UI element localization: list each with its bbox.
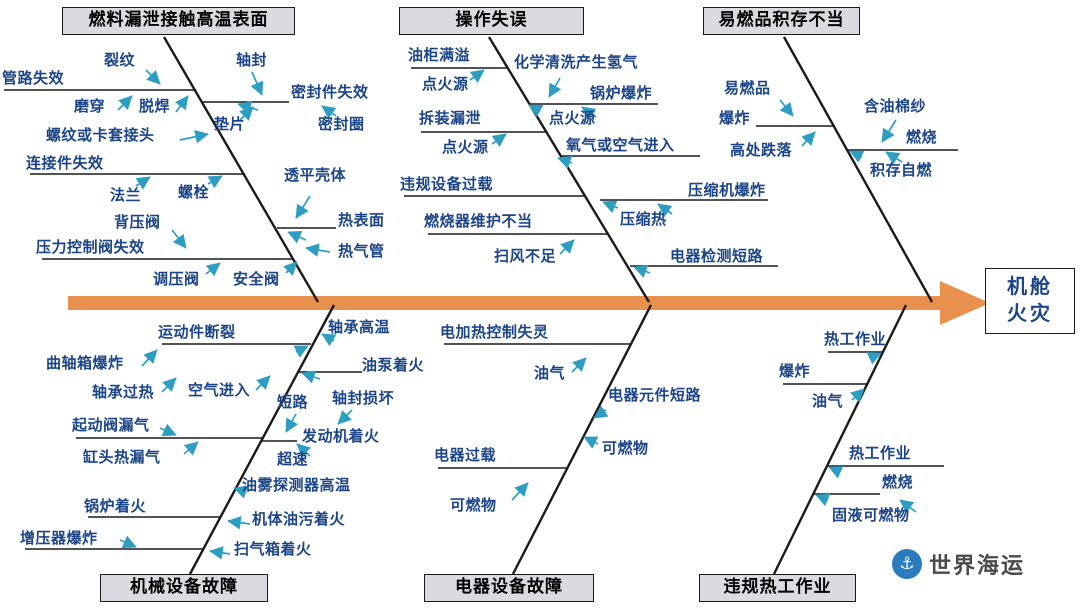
cause-label: 点火源 <box>549 111 596 127</box>
effect-box: 机舱 火灾 <box>985 268 1075 334</box>
cause-label: 压缩热 <box>620 212 667 228</box>
cause-label: 轴承过热 <box>92 385 155 401</box>
cause-label: 扫风不足 <box>494 249 557 265</box>
category-box-flammable: 易燃品积存不当 <box>703 7 860 35</box>
cause-label: 密封件失效 <box>291 85 369 101</box>
cause-label: 可燃物 <box>602 441 649 457</box>
cause-label: 固液可燃物 <box>832 508 910 524</box>
cause-label: 点火源 <box>422 77 469 93</box>
cause-label: 热工作业 <box>824 332 887 348</box>
cause-label: 点火源 <box>442 140 489 156</box>
cause-label: 锅炉爆炸 <box>590 86 653 102</box>
cause-label: 轴封损坏 <box>332 391 395 407</box>
cause-label: 压力控制阀失效 <box>36 240 145 256</box>
cause-label: 热工作业 <box>849 446 912 462</box>
cause-label: 化学清洗产生氢气 <box>514 55 639 71</box>
cause-label: 超速 <box>277 452 309 468</box>
cause-label: 增压器爆炸 <box>20 531 98 547</box>
cause-label: 爆炸 <box>779 364 811 380</box>
cause-label: 可燃物 <box>450 498 497 514</box>
cause-label: 曲轴箱爆炸 <box>46 356 124 372</box>
cause-label: 起动阀漏气 <box>72 418 150 434</box>
cause-label: 含油棉纱 <box>864 99 927 115</box>
cause-label: 背压阀 <box>114 215 161 231</box>
cause-label: 法兰 <box>110 188 142 204</box>
cause-label: 氧气或空气进入 <box>566 138 675 154</box>
cause-label: 违规设备过载 <box>400 177 494 193</box>
cause-label: 爆炸 <box>719 111 751 127</box>
category-box-hotwork: 违规热工作业 <box>699 574 856 602</box>
cause-label: 安全阀 <box>233 272 280 288</box>
cause-label: 油雾探测器高温 <box>242 478 351 494</box>
cause-label: 密封圈 <box>318 117 365 133</box>
anchor-icon: ⚓ <box>892 549 922 579</box>
cause-label: 电器过载 <box>434 448 497 464</box>
cause-label: 空气进入 <box>188 383 251 399</box>
cause-label: 短路 <box>277 395 309 411</box>
cause-label: 燃烧 <box>882 475 914 491</box>
cause-label: 运动件断裂 <box>158 325 236 341</box>
effect-line2: 火灾 <box>1007 303 1053 325</box>
category-box-electrical: 电器设备故障 <box>424 574 594 602</box>
cause-label: 连接件失效 <box>26 156 104 172</box>
cause-arrows <box>117 69 917 560</box>
category-box-operation: 操作失误 <box>399 7 584 35</box>
cause-label: 电器检测短路 <box>670 249 764 265</box>
category-box-mechanical: 机械设备故障 <box>100 574 268 602</box>
cause-label: 高处跌落 <box>730 143 793 159</box>
watermark-text: 世界海运 <box>929 553 1026 578</box>
cause-label: 轴承高温 <box>328 320 391 336</box>
cause-label: 锅炉着火 <box>84 499 147 515</box>
cause-label: 拆装漏泄 <box>419 111 482 127</box>
cause-label: 调压阀 <box>153 272 200 288</box>
cause-label: 扫气箱着火 <box>234 542 312 558</box>
cause-label: 压缩机爆炸 <box>688 183 766 199</box>
cause-label: 热表面 <box>338 213 385 229</box>
cause-label: 易燃品 <box>724 81 771 97</box>
effect-line1: 机舱 <box>1007 276 1053 298</box>
cause-label: 油气 <box>534 366 566 382</box>
cause-label: 燃烧 <box>906 130 938 146</box>
cause-label: 热气管 <box>338 244 385 260</box>
watermark: ⚓ 世界海运 <box>892 548 1025 580</box>
cause-label: 缸头热漏气 <box>83 450 161 466</box>
cause-label: 油柜满溢 <box>408 48 471 64</box>
cause-label: 电加热控制失灵 <box>440 325 549 341</box>
cause-label: 螺纹或卡套接头 <box>46 128 155 144</box>
cause-label: 裂纹 <box>104 53 136 69</box>
cause-label: 油泵着火 <box>362 358 425 374</box>
category-box-fuel-leak: 燃料漏泄接触高温表面 <box>62 7 295 35</box>
cause-label: 积存自燃 <box>870 163 933 179</box>
cause-label: 电器元件短路 <box>608 388 702 404</box>
cause-label: 管路失效 <box>2 71 65 87</box>
cause-label: 发动机着火 <box>302 429 380 445</box>
cause-label: 磨穿 <box>74 99 106 115</box>
cause-label: 燃烧器维护不当 <box>424 214 533 230</box>
cause-label: 机体油污着火 <box>252 512 346 528</box>
cause-label: 脱焊 <box>139 99 171 115</box>
cause-label: 螺栓 <box>178 185 210 201</box>
cause-label: 油气 <box>812 394 844 410</box>
cause-label: 透平壳体 <box>284 168 347 184</box>
cause-label: 轴封 <box>236 53 268 69</box>
spine-arrow <box>68 281 990 325</box>
cause-label: 垫片 <box>214 117 246 133</box>
